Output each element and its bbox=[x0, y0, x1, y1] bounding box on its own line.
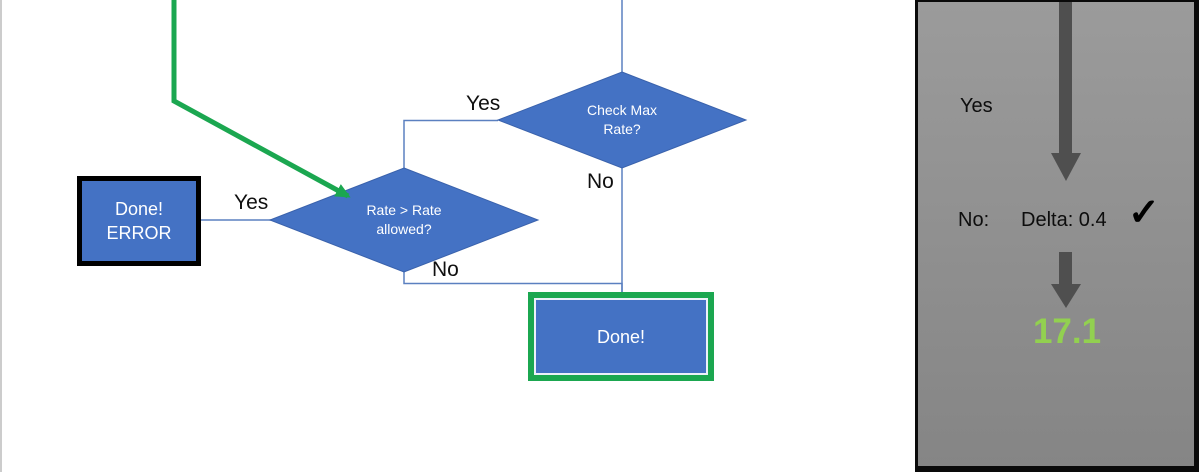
label-yes-from-checkmax: Yes bbox=[466, 92, 501, 115]
down-arrow-icon bbox=[1059, 252, 1072, 284]
connector-rate-no-to-done bbox=[403, 271, 623, 294]
label-no-from-rate: No bbox=[432, 258, 459, 281]
label-yes-to-error: Yes bbox=[234, 191, 269, 214]
down-arrow-head-icon bbox=[1051, 153, 1081, 181]
decision-rate-allowed-label: Rate > Rate allowed? bbox=[366, 202, 442, 237]
check-icon: ✓ bbox=[1128, 192, 1160, 234]
done-error-box: Done! ERROR bbox=[77, 176, 201, 266]
slide-left-edge bbox=[0, 0, 2, 472]
flowchart-canvas bbox=[171, 0, 748, 294]
decision-check-max-rate-shape bbox=[496, 71, 748, 169]
panel-no-label: No: bbox=[958, 209, 990, 231]
green-path-line bbox=[171, 0, 351, 199]
connector-checkmax-yes-to-rate bbox=[403, 119, 498, 169]
down-arrow-head-icon bbox=[1051, 284, 1081, 308]
down-arrow-icon bbox=[1059, 2, 1072, 153]
label-no-from-checkmax: No bbox=[587, 170, 614, 193]
result-value: 17.1 bbox=[1032, 312, 1102, 351]
panel-delta-value: Delta: 0.4 bbox=[1021, 209, 1107, 231]
panel-yes-label: Yes bbox=[960, 95, 993, 117]
done-box: Done! bbox=[528, 292, 714, 381]
decision-check-max-rate-label: Check Max Rate? bbox=[586, 102, 658, 137]
evaluation-panel: Yes No: Delta: 0.4 ✓ 17.1 bbox=[915, 0, 1199, 472]
